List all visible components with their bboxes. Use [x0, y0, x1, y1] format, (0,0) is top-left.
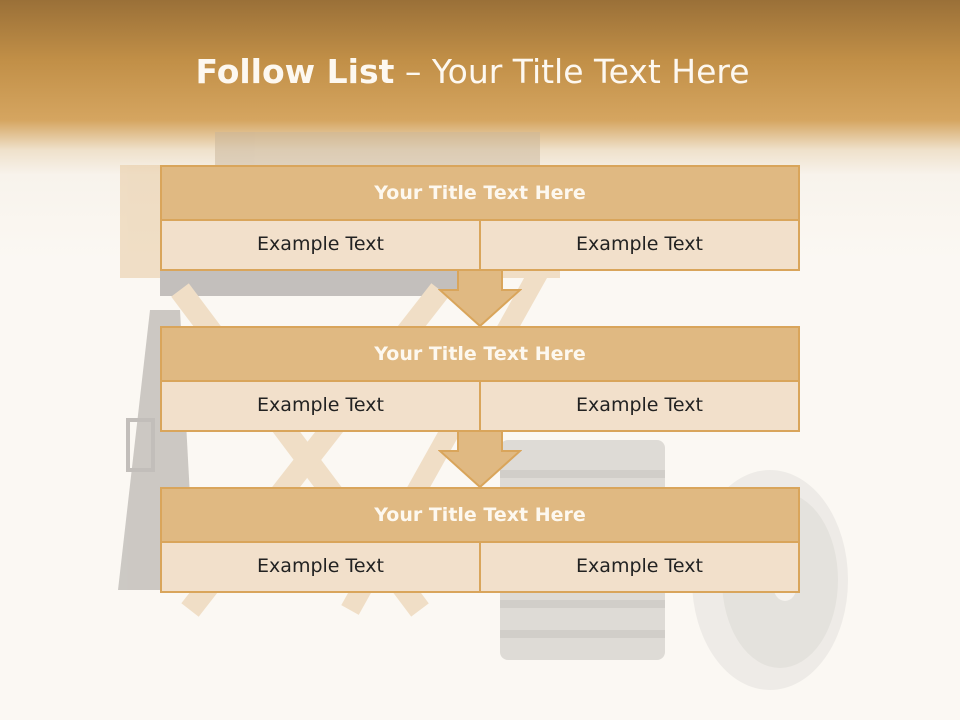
block-title: Your Title Text Here — [160, 165, 800, 221]
block-cell-right: Example Text — [481, 221, 800, 271]
follow-block-1: Your Title Text Here Example Text Exampl… — [160, 165, 800, 271]
block-title: Your Title Text Here — [160, 487, 800, 543]
block-cell-left: Example Text — [160, 382, 481, 432]
block-row: Example Text Example Text — [160, 221, 800, 271]
block-cell-left: Example Text — [160, 543, 481, 593]
down-arrow-icon — [438, 429, 522, 489]
slide-title: Follow List – Your Title Text Here — [0, 52, 945, 91]
down-arrow-icon — [438, 268, 522, 328]
block-row: Example Text Example Text — [160, 382, 800, 432]
block-cell-left: Example Text — [160, 221, 481, 271]
slide-title-bold: Follow List — [195, 52, 395, 91]
block-cell-right: Example Text — [481, 382, 800, 432]
block-title: Your Title Text Here — [160, 326, 800, 382]
slide-title-rest: – Your Title Text Here — [394, 52, 750, 91]
block-row: Example Text Example Text — [160, 543, 800, 593]
follow-block-2: Your Title Text Here Example Text Exampl… — [160, 326, 800, 432]
block-cell-right: Example Text — [481, 543, 800, 593]
follow-block-3: Your Title Text Here Example Text Exampl… — [160, 487, 800, 593]
